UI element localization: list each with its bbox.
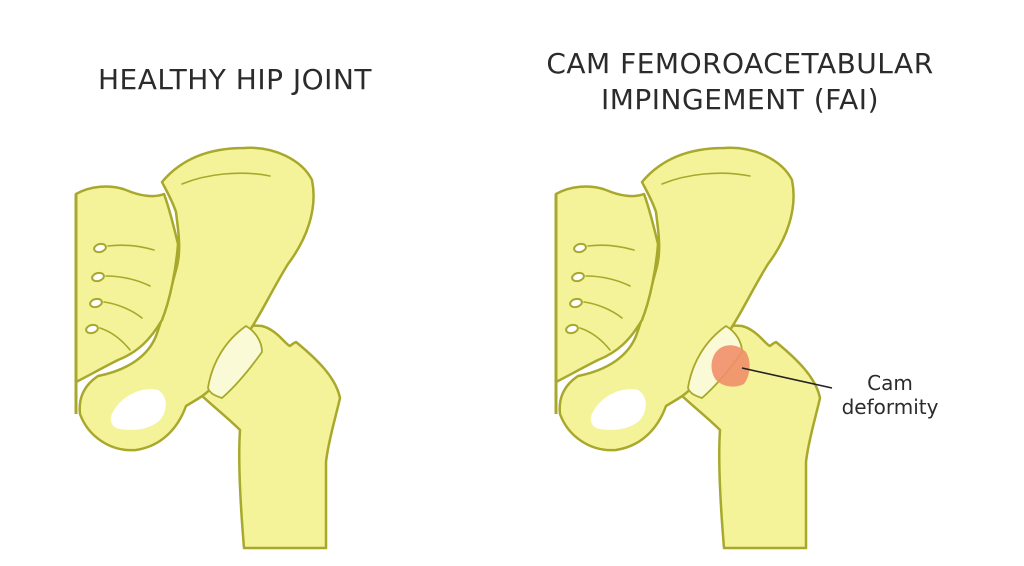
cam-deformity-label: Cam deformity (830, 371, 950, 419)
cam-label-line2: deformity (841, 395, 939, 419)
cam-fai-hip-drawing (554, 146, 833, 550)
healthy-hip-title: HEALTHY HIP JOINT (97, 63, 372, 96)
cam-pointer-line (741, 367, 833, 389)
cam-label-line1: Cam (867, 371, 913, 395)
healthy-hip-drawing (74, 146, 342, 550)
cam-fai-title-line1: CAM FEMOROACETABULAR (546, 47, 934, 80)
cam-fai-title: CAM FEMOROACETABULAR IMPINGEMENT (FAI) (510, 46, 970, 118)
cam-fai-title-line2: IMPINGEMENT (FAI) (601, 83, 879, 116)
cam-deformity-lesion (711, 345, 750, 387)
